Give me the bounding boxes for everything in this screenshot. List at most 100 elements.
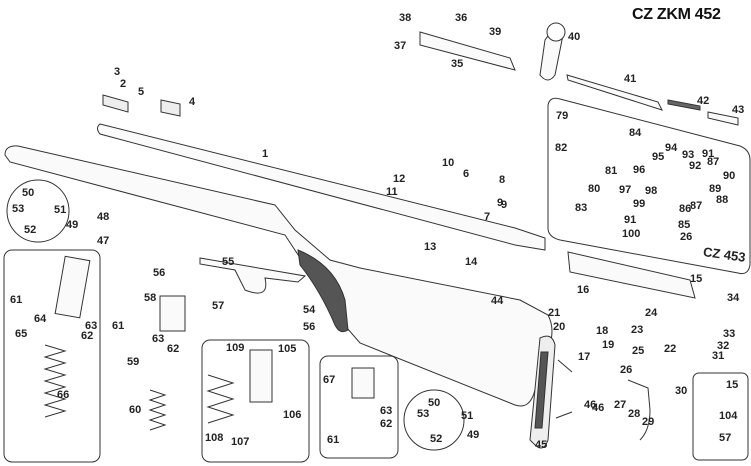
part-label: 46 xyxy=(584,399,597,411)
part-label: 12 xyxy=(393,173,406,185)
part-label: 19 xyxy=(602,339,615,351)
part-label: 106 xyxy=(283,409,302,421)
inset-box-10rd-magazine xyxy=(3,249,101,463)
part-label: 108 xyxy=(205,432,224,444)
part-label: 38 xyxy=(399,12,412,24)
barrel xyxy=(97,123,546,251)
magazine-5rd-shape xyxy=(159,295,186,332)
part-label: 5 xyxy=(138,86,145,98)
part-label: 67 xyxy=(323,374,336,386)
part-label: 27 xyxy=(614,399,627,411)
part-label: 34 xyxy=(727,292,740,304)
part-label: 1 xyxy=(262,148,269,160)
part-label: 42 xyxy=(697,95,710,107)
part-label: 86 xyxy=(679,203,692,215)
diagram-title: CZ ZKM 452 xyxy=(632,6,721,23)
part-label: 8 xyxy=(499,174,506,186)
part-label: 49 xyxy=(66,219,79,231)
part-label: 61 xyxy=(112,320,125,332)
part-label: 79 xyxy=(556,110,569,122)
part-label: 28 xyxy=(628,408,641,420)
receiver-shape xyxy=(567,251,696,299)
part-label: 61 xyxy=(10,294,23,306)
part-label: 26 xyxy=(680,231,693,243)
part-label: 50 xyxy=(22,187,35,199)
part-label: 100 xyxy=(622,228,641,240)
part-label: 88 xyxy=(716,194,729,206)
part-label: 61 xyxy=(327,434,340,446)
part-label: 65 xyxy=(15,328,28,340)
part-label: 52 xyxy=(430,433,443,445)
part-label: 9 xyxy=(497,197,504,209)
part-label: 84 xyxy=(629,127,642,139)
part-label: 105 xyxy=(278,343,297,355)
part-label: 6 xyxy=(463,168,470,180)
part-label: 25 xyxy=(632,345,645,357)
part-label: 62 xyxy=(81,330,94,342)
part-label: 63 xyxy=(85,320,98,332)
part-label: 31 xyxy=(712,350,725,362)
part-label: 87 xyxy=(690,200,703,212)
part-label: 57 xyxy=(719,432,732,444)
part-label: 63 xyxy=(152,333,165,345)
part-label: 91 xyxy=(624,214,637,226)
part-label: 15 xyxy=(690,273,703,285)
trigger-shape xyxy=(627,379,651,441)
part-label: 30 xyxy=(675,385,688,397)
inset-box-receiver-alt xyxy=(692,372,749,461)
part-label: 91 xyxy=(702,148,715,160)
part-label: 80 xyxy=(588,183,601,195)
part-label: 90 xyxy=(723,170,736,182)
part-label: 60 xyxy=(129,404,142,416)
part-label: 59 xyxy=(127,356,140,368)
inset-circle-swivel-right xyxy=(403,389,465,451)
part-label: 62 xyxy=(167,343,180,355)
part-label: 50 xyxy=(428,397,441,409)
part-label: 33 xyxy=(723,328,736,340)
part-label: 56 xyxy=(303,321,316,333)
part-label: 85 xyxy=(678,219,691,231)
front-sight-hood-shape xyxy=(102,94,129,113)
part-label: 16 xyxy=(577,284,590,296)
part-label: 35 xyxy=(451,58,464,70)
part-label: 14 xyxy=(465,256,478,268)
part-label: 99 xyxy=(633,198,646,210)
part-label: 41 xyxy=(624,73,637,85)
part-label: 97 xyxy=(619,184,632,196)
magazine-10rd-shape xyxy=(54,255,91,319)
part-label: 11 xyxy=(386,186,398,198)
bolt-body-shape xyxy=(419,31,516,71)
part-label: 63 xyxy=(380,405,393,417)
part-label: 48 xyxy=(97,211,110,223)
part-label: 17 xyxy=(578,351,591,363)
firing-pin-shape xyxy=(566,74,663,111)
spring-10rd-shape xyxy=(43,344,67,418)
part-label: 58 xyxy=(144,292,157,304)
part-label: 55 xyxy=(222,256,235,268)
part-label: 81 xyxy=(605,165,618,177)
part-label: 2 xyxy=(120,78,127,90)
part-label: 51 xyxy=(461,410,474,422)
part-label: 7 xyxy=(484,211,491,223)
inset-circle-swivel-left xyxy=(6,179,70,243)
part-label: 98 xyxy=(645,185,658,197)
part-label: 10 xyxy=(442,157,455,169)
part-label: 93 xyxy=(682,149,695,161)
part-label: 56 xyxy=(153,267,166,279)
part-label: 46 xyxy=(592,402,605,414)
spring-5rd-shape xyxy=(148,389,167,431)
part-label: 32 xyxy=(717,340,730,352)
part-label: 4 xyxy=(189,96,196,108)
part-label: 21 xyxy=(548,307,561,319)
part-label: 47 xyxy=(97,235,110,247)
part-label: 51 xyxy=(54,204,67,216)
part-label: 39 xyxy=(489,26,502,38)
part-label: 66 xyxy=(57,389,70,401)
part-label: 54 xyxy=(303,304,316,316)
part-label: 29 xyxy=(642,416,655,428)
part-label: 24 xyxy=(645,307,658,319)
part-label: 23 xyxy=(631,324,644,336)
part-label: 53 xyxy=(12,203,25,215)
